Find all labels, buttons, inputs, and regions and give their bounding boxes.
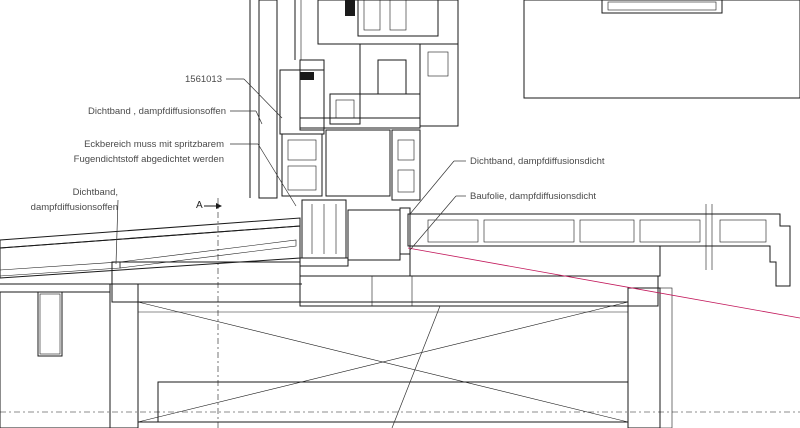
wall-render-layer — [249, 0, 302, 199]
floor-profile-right — [407, 204, 791, 287]
slab-top — [299, 275, 659, 307]
dichtband-dicht-strip — [399, 207, 411, 255]
label-dichtband-offen-upper: Dichtband , dampfdiffusionsoffen — [88, 106, 226, 117]
central-void — [137, 301, 629, 423]
section-marker: A — [196, 200, 222, 211]
label-eckbereich-line2: Fugendichtstoff abgedichtet werden — [74, 154, 224, 165]
section-marker-label: A — [196, 200, 203, 211]
left-masonry — [0, 283, 139, 428]
label-baufolie: Baufolie, dampfdiffusionsdicht — [470, 191, 596, 202]
floor-zigzag-layer — [409, 245, 661, 277]
sill-insulation — [111, 261, 301, 303]
window-frame-profile — [279, 0, 459, 267]
cut-line — [407, 247, 800, 319]
label-dichtband-dicht: Dichtband, dampfdiffusionsdicht — [470, 156, 605, 167]
highlighted-insulation-block — [347, 209, 401, 261]
upper-right-insulation — [523, 0, 800, 99]
leaders — [115, 78, 466, 428]
label-eckbereich-line1: Eckbereich muss mit spritzbarem — [84, 139, 224, 150]
bottom-insulation — [157, 381, 629, 423]
label-dichtband-offen-left-line1: Dichtband, — [73, 187, 118, 198]
label-part-number: 1561013 — [185, 74, 222, 85]
label-dichtband-offen-left-line2: dampfdiffusionsoffen — [31, 202, 118, 213]
window-sill-left — [0, 217, 302, 285]
right-masonry — [627, 287, 661, 428]
